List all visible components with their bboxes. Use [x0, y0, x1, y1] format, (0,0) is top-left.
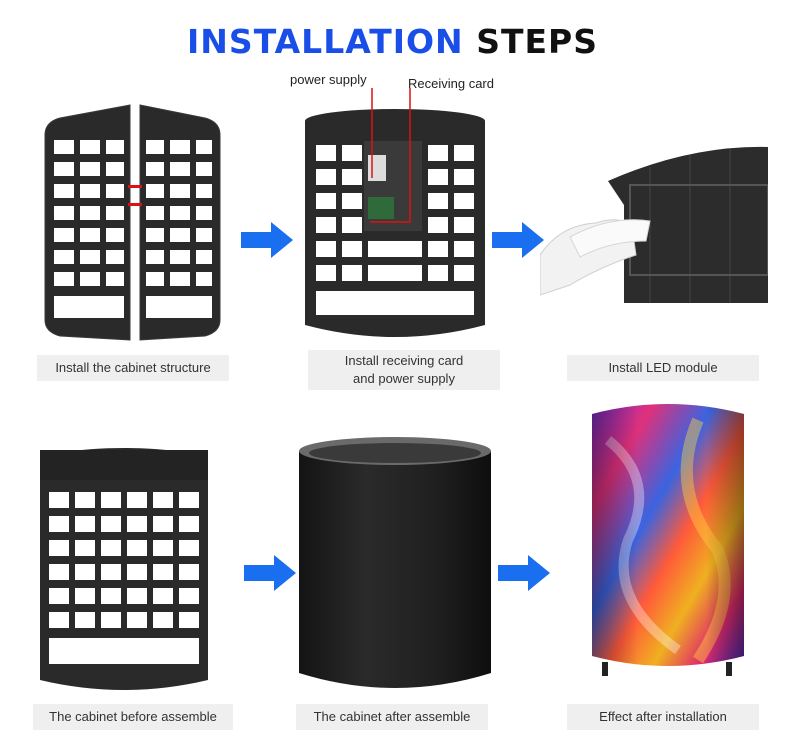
- step-caption-receiving-card: Install receiving card and power supply: [308, 350, 500, 390]
- callout-leader-lines: [370, 88, 411, 223]
- led-module-install-image: [540, 146, 768, 303]
- step-caption-after-assemble: The cabinet after assemble: [296, 704, 488, 730]
- cabinet-structure-image: [44, 104, 221, 341]
- power-supply-callout: power supply: [290, 72, 367, 87]
- title-part-steps: STEPS: [476, 22, 598, 61]
- led-display-effect-image: [592, 404, 744, 676]
- page-title: INSTALLATION STEPS: [0, 22, 785, 61]
- arrow-right-icon: [498, 555, 550, 591]
- step-caption-effect: Effect after installation: [567, 704, 759, 730]
- step-caption-install-cabinet: Install the cabinet structure: [37, 355, 229, 381]
- step-caption-before-assemble: The cabinet before assemble: [33, 704, 233, 730]
- receiving-card-power-supply-image: [305, 109, 485, 337]
- cabinet-after-assemble-image: [299, 437, 491, 688]
- cabinet-before-assemble-image: [40, 448, 208, 690]
- title-part-installation: INSTALLATION: [187, 22, 464, 61]
- arrow-right-icon: [244, 555, 296, 591]
- arrow-right-icon: [492, 222, 544, 258]
- receiving-card-callout: Receiving card: [408, 76, 494, 91]
- arrow-right-icon: [241, 222, 293, 258]
- step-caption-led-module: Install LED module: [567, 355, 759, 381]
